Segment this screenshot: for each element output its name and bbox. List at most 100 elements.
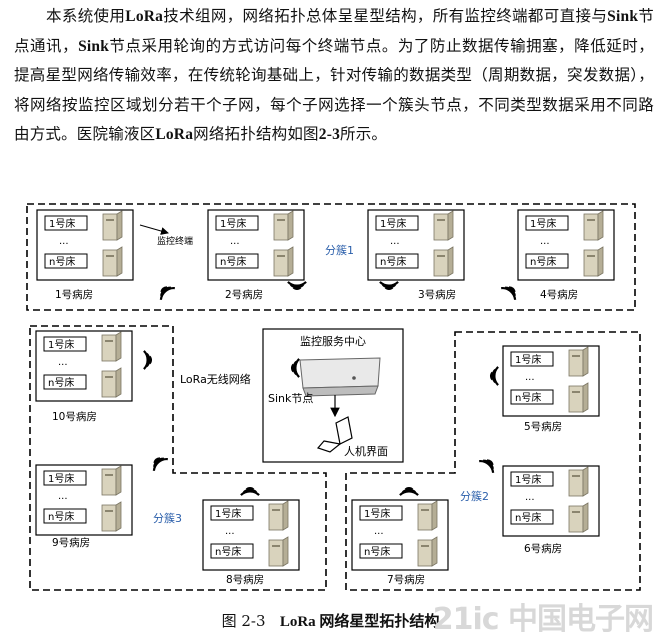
monitor-terminal-icon	[583, 210, 604, 241]
bed-ellipsis: ···	[230, 239, 240, 250]
bed-label-box	[43, 336, 87, 352]
bed-label: 1号床	[48, 338, 74, 351]
terminal-label: 监控终端	[157, 235, 193, 247]
bed-label-box	[510, 471, 554, 487]
cluster-2-outline	[345, 331, 641, 591]
wireless-signal-icon	[399, 487, 419, 496]
wireless-signal-icon	[479, 459, 495, 474]
bed-label-box	[375, 215, 419, 231]
bed-ellipsis: ···	[525, 495, 535, 506]
cluster-1-outline	[26, 203, 636, 311]
bed-ellipsis: ···	[58, 494, 68, 505]
monitor-terminal-icon	[101, 367, 122, 398]
bed-ellipsis: ···	[225, 529, 235, 540]
monitor-terminal-icon	[101, 501, 122, 532]
bed-label: 1号床	[215, 507, 241, 520]
monitor-terminal-icon	[568, 466, 589, 497]
ward-label: 2号病房	[225, 288, 263, 301]
bed-label: 1号床	[530, 217, 556, 230]
bed-label-box	[44, 215, 88, 231]
monitor-terminal-icon	[268, 500, 289, 531]
bed-label-box	[215, 253, 259, 269]
bed-label: n号床	[515, 511, 541, 524]
monitor-terminal-icon	[568, 502, 589, 533]
sink-node-icon	[299, 357, 381, 397]
bed-label: n号床	[48, 510, 74, 523]
bed-ellipsis: ···	[374, 529, 384, 540]
bed-label: 1号床	[220, 217, 246, 230]
bed-label-box	[359, 505, 403, 521]
ward-label: 3号病房	[418, 288, 456, 301]
monitor-terminal-icon	[268, 536, 289, 567]
bed-ellipsis: ···	[525, 375, 535, 386]
monitor-terminal-icon	[102, 210, 123, 241]
monitor-terminal-icon	[568, 382, 589, 413]
bed-label: n号床	[49, 255, 75, 268]
wireless-signal-icon	[490, 366, 499, 386]
bed-label-box	[44, 253, 88, 269]
center-title: 监控服务中心	[300, 334, 366, 348]
wireless-signal-icon	[287, 281, 307, 290]
bed-label-box	[510, 509, 554, 525]
bed-label: n号床	[380, 255, 406, 268]
monitor-terminal-icon	[101, 465, 122, 496]
sink-label: Sink节点	[268, 392, 313, 405]
cluster-2-label: 分簇2	[460, 489, 489, 503]
bed-label-box	[525, 253, 569, 269]
terminal-arrow	[139, 224, 169, 235]
bed-label-box	[510, 351, 554, 367]
wireless-signal-icon	[152, 457, 168, 472]
bed-label: n号床	[215, 545, 241, 558]
bed-label-box	[375, 253, 419, 269]
bed-ellipsis: ···	[59, 239, 69, 250]
bed-label: n号床	[364, 545, 390, 558]
ward-label: 6号病房	[524, 542, 562, 555]
wireless-signal-icon	[291, 358, 300, 378]
bed-label-box	[43, 508, 87, 524]
ward-label: 1号病房	[55, 288, 93, 301]
bed-label-box	[215, 215, 259, 231]
bed-label-box	[210, 505, 254, 521]
wireless-signal-icon	[379, 281, 399, 290]
cluster-1-label: 分簇1	[325, 243, 354, 257]
lora-network-label: LoRa无线网络	[180, 372, 251, 386]
bed-label: 1号床	[48, 472, 74, 485]
bed-label: n号床	[515, 391, 541, 404]
ward-label: 8号病房	[226, 573, 264, 586]
ward-room: 1号床 n号床 ··· 5号病房	[502, 345, 600, 433]
bed-label: n号床	[530, 255, 556, 268]
monitor-terminal-icon	[102, 246, 123, 277]
bed-label: 1号床	[364, 507, 390, 520]
monitor-terminal-icon	[583, 246, 604, 277]
monitor-terminal-icon	[273, 246, 294, 277]
bed-label: 1号床	[380, 217, 406, 230]
bed-label: 1号床	[515, 353, 541, 366]
wireless-signal-icon	[159, 286, 175, 301]
monitor-terminal-icon	[273, 210, 294, 241]
ward-label: 9号病房	[52, 536, 90, 549]
ward-label: 10号病房	[52, 410, 97, 423]
bed-ellipsis: ···	[58, 360, 68, 371]
ward-label: 4号病房	[540, 288, 578, 301]
bed-ellipsis: ···	[540, 239, 550, 250]
ward-label: 7号病房	[387, 573, 425, 586]
ward-label: 5号病房	[524, 420, 562, 433]
monitor-terminal-icon	[433, 246, 454, 277]
cluster-3-outline	[29, 325, 327, 591]
ward-room: 1号床 n号床 ··· 7号病房	[351, 499, 449, 586]
bed-label-box	[210, 543, 254, 559]
bed-label-box	[510, 389, 554, 405]
ward-room: 1号床 n号床 ··· 9号病房	[35, 464, 133, 549]
wireless-signal-icon	[143, 350, 152, 370]
monitor-terminal-icon	[433, 210, 454, 241]
bed-label-box	[359, 543, 403, 559]
bed-label: n号床	[220, 255, 246, 268]
monitor-terminal-icon	[417, 536, 438, 567]
bed-label-box	[43, 470, 87, 486]
bed-label-box	[43, 374, 87, 390]
topology-diagram: 监控服务中心 Sink节点 人机界面 LoRa无线网络 分簇1 分簇2 分簇3 …	[26, 203, 641, 591]
wireless-signal-icon	[501, 286, 517, 301]
